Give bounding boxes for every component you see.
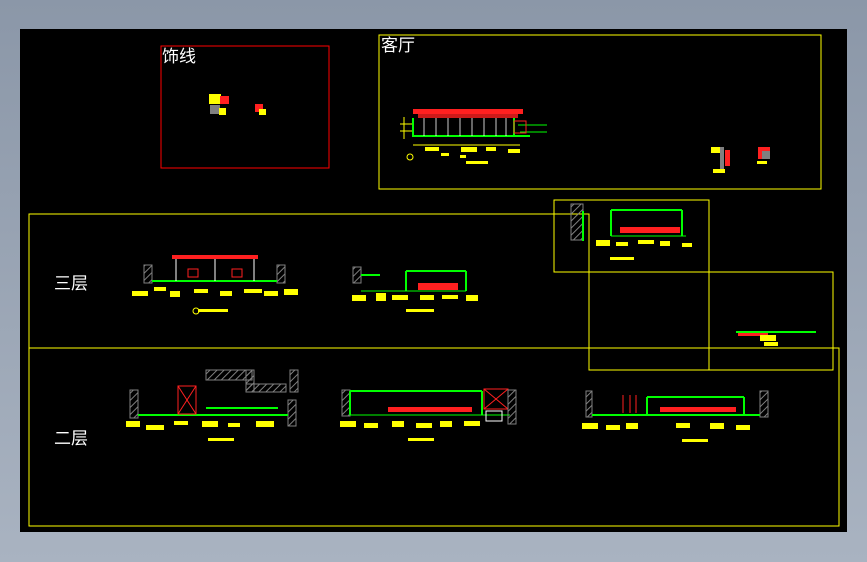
second-floor-elevation-3	[582, 390, 769, 442]
living-room-elevation	[400, 109, 547, 164]
molding-frame	[160, 45, 330, 169]
cad-model-space[interactable]: 饰线 客厅 三层 二层	[20, 29, 847, 532]
living-room-details	[711, 147, 770, 173]
second-floor-elevation-1	[126, 369, 299, 441]
living-room-label: 客厅	[381, 36, 415, 56]
detail-a-elevation	[570, 203, 692, 260]
second-floor-elevation-2	[340, 388, 517, 441]
second-floor-frame	[28, 347, 840, 527]
detail-frame-b	[588, 271, 834, 371]
molding-symbols	[209, 94, 266, 115]
third-floor-elevation-1	[132, 255, 298, 315]
molding-label: 饰线	[162, 47, 196, 67]
living-room-frame	[378, 34, 822, 190]
cad-drawing	[28, 34, 840, 527]
third-floor-label: 三层	[54, 274, 88, 294]
detail-b-elevation	[736, 331, 816, 346]
second-floor-label: 二层	[54, 429, 88, 449]
third-floor-elevation-2	[352, 266, 478, 312]
third-floor-frame	[28, 213, 590, 349]
